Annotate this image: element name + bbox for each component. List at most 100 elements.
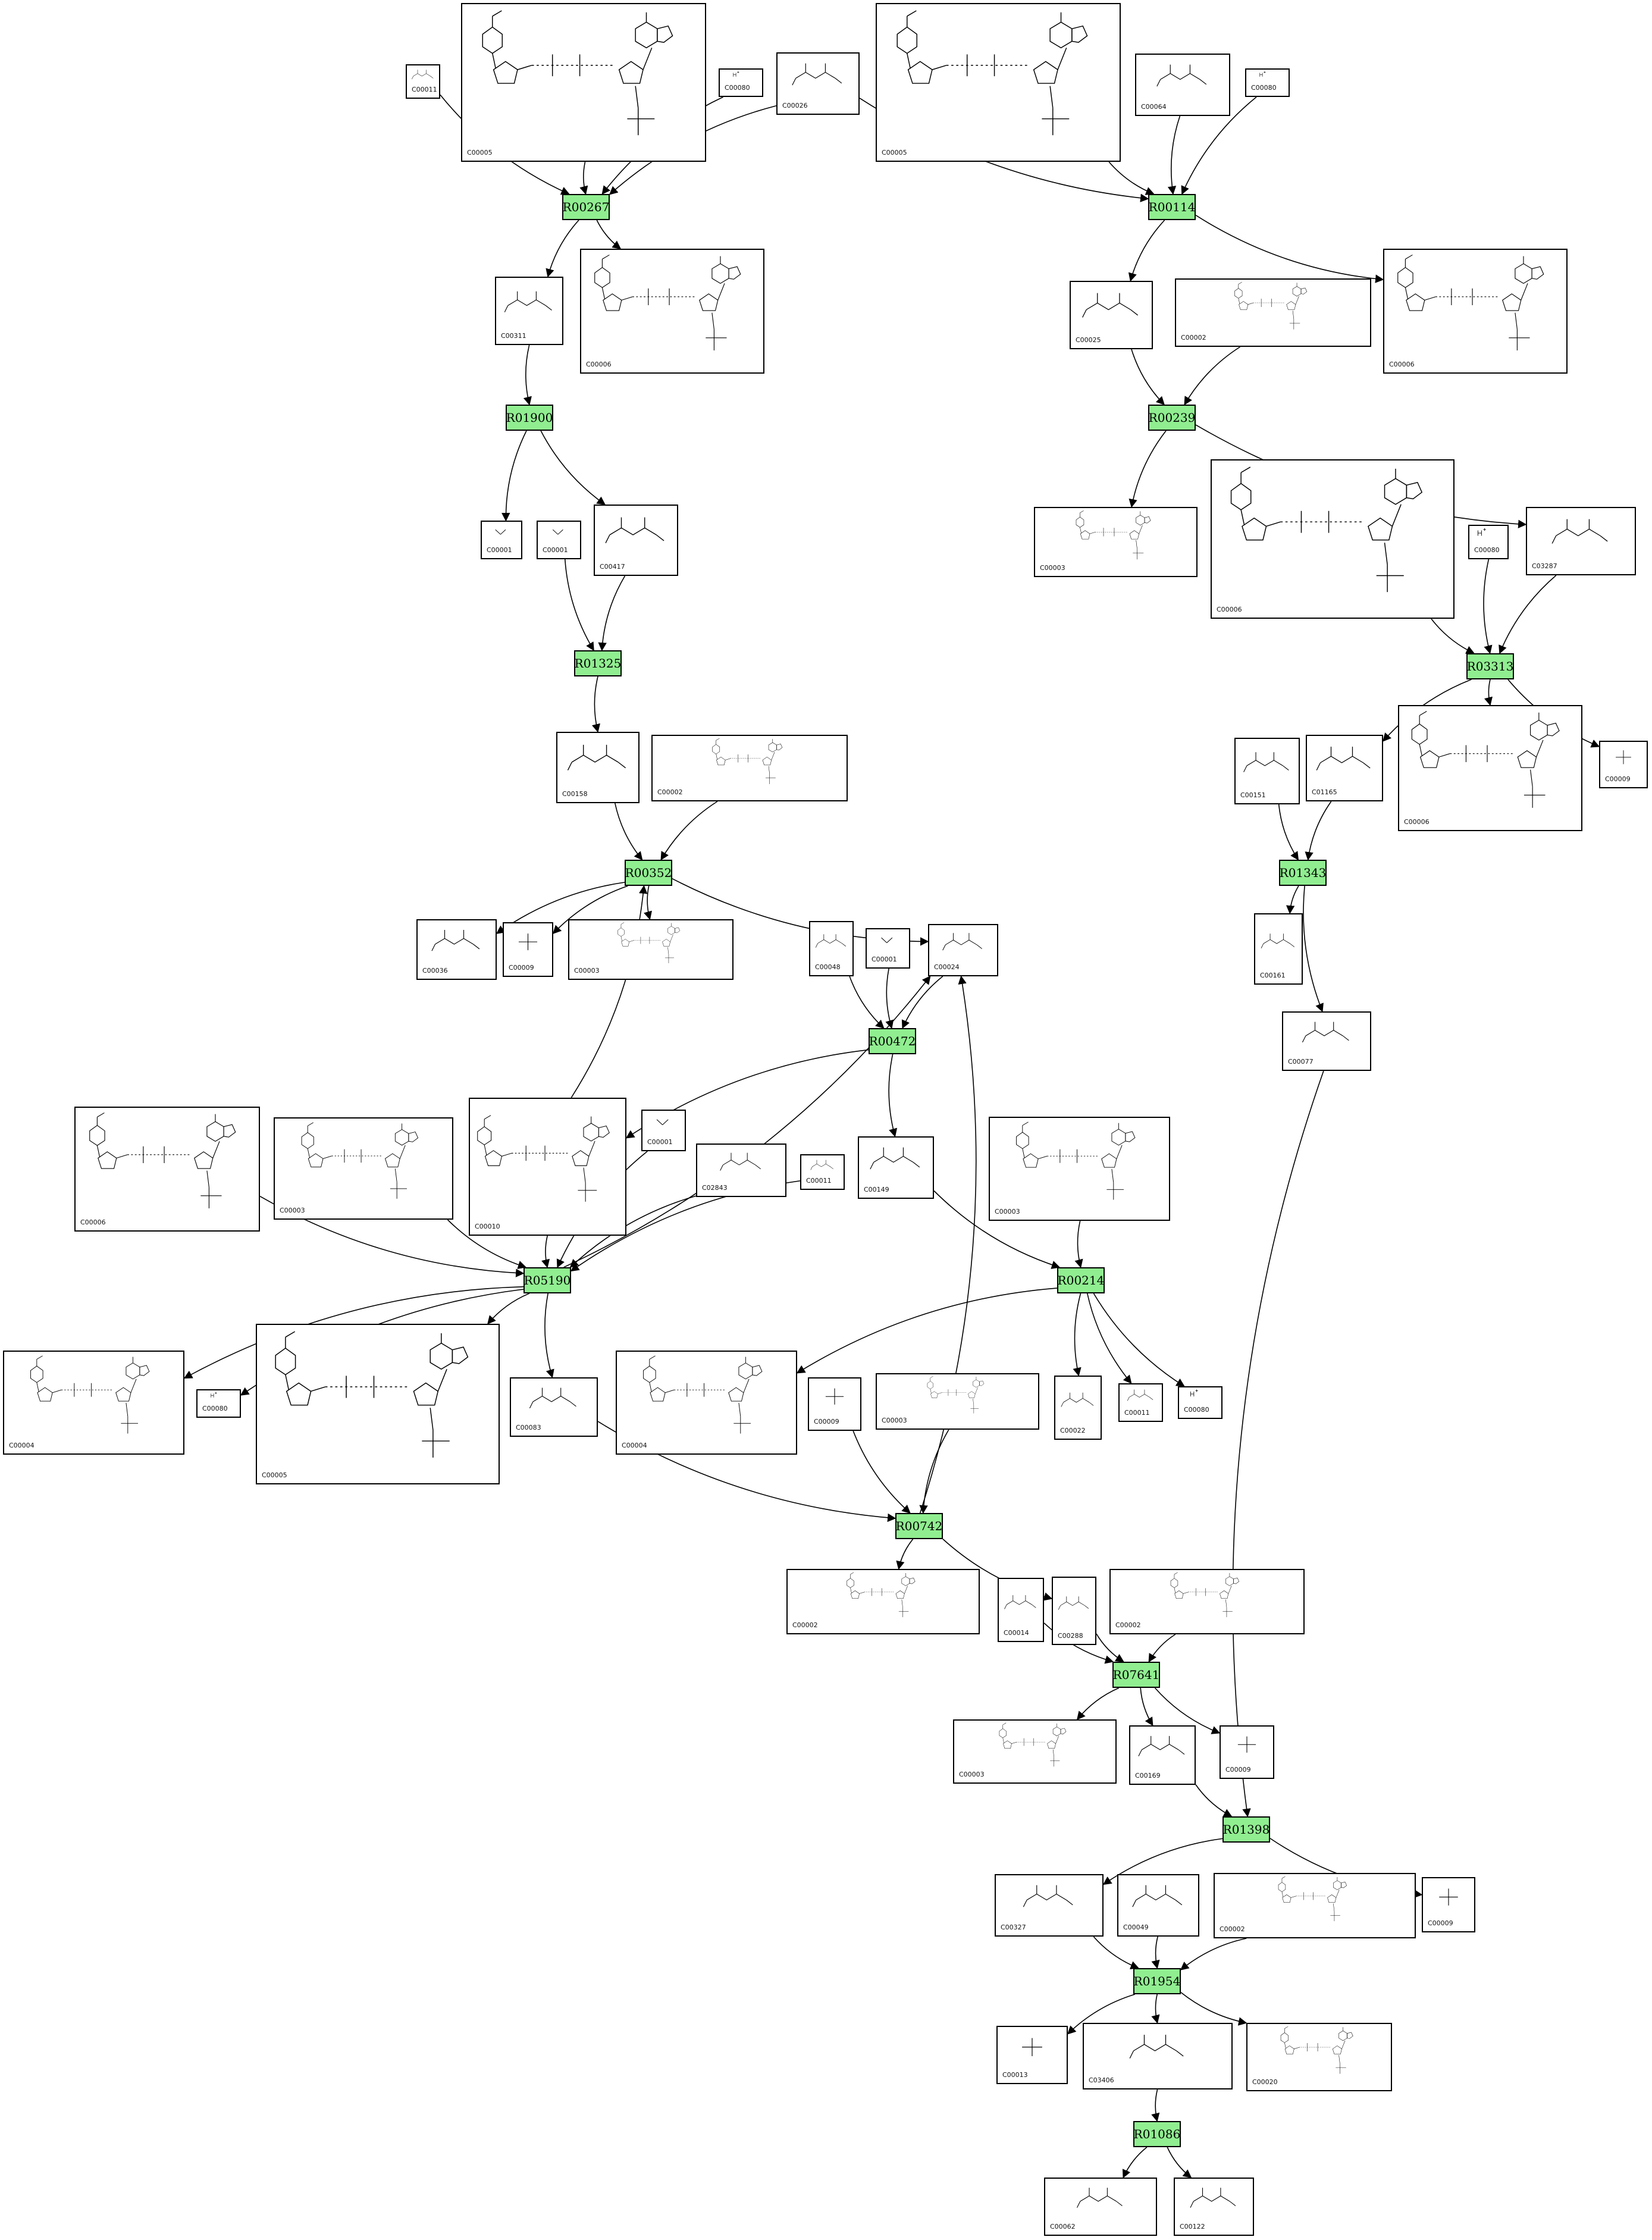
- reaction-node[interactable]: R01954: [1133, 1968, 1181, 1994]
- reaction-edge: [1108, 161, 1155, 195]
- reaction-node[interactable]: R05190: [524, 1267, 571, 1293]
- compound-node[interactable]: C00001: [481, 521, 522, 559]
- compound-node[interactable]: C00009: [1422, 1877, 1475, 1932]
- compound-id-label: C00026: [782, 102, 808, 109]
- compound-node[interactable]: C00311: [495, 277, 563, 345]
- compound-node[interactable]: C00080: [1468, 525, 1509, 559]
- compound-node[interactable]: C00003: [1034, 507, 1198, 577]
- reaction-edge: [1180, 1938, 1247, 1970]
- compound-node[interactable]: C00011: [406, 64, 440, 99]
- reaction-label: R00472: [869, 1034, 916, 1048]
- reaction-node[interactable]: R00472: [869, 1028, 916, 1054]
- compound-node[interactable]: C00002: [1175, 278, 1371, 347]
- reaction-node[interactable]: R01325: [574, 650, 622, 676]
- reaction-node[interactable]: R01086: [1133, 2121, 1181, 2147]
- compound-node[interactable]: C00026: [776, 52, 860, 115]
- compound-node[interactable]: C00049: [1117, 1874, 1199, 1937]
- compound-node[interactable]: C00001: [866, 928, 910, 969]
- compound-node[interactable]: C00151: [1234, 738, 1300, 804]
- reaction-edge: [1131, 349, 1165, 406]
- compound-node[interactable]: C00009: [1220, 1725, 1274, 1779]
- reaction-node[interactable]: R00742: [895, 1513, 943, 1539]
- compound-node[interactable]: C00005: [876, 3, 1121, 162]
- reaction-node[interactable]: R01398: [1222, 1816, 1270, 1843]
- compound-node[interactable]: C00080: [719, 68, 763, 97]
- compound-id-label: C00024: [934, 963, 960, 971]
- compound-node[interactable]: C00064: [1135, 54, 1230, 116]
- compound-node[interactable]: C00005: [256, 1324, 500, 1484]
- compound-node[interactable]: C00014: [998, 1578, 1044, 1642]
- reaction-node[interactable]: R00267: [562, 194, 610, 220]
- compound-node[interactable]: C00011: [800, 1154, 845, 1190]
- reaction-edge: [1128, 430, 1167, 508]
- compound-node[interactable]: C00003: [568, 919, 733, 980]
- reaction-node[interactable]: R03313: [1466, 653, 1514, 679]
- reaction-node[interactable]: R00214: [1057, 1267, 1105, 1293]
- compound-node[interactable]: C00006: [1383, 249, 1568, 374]
- compound-id-label: C00005: [262, 1471, 287, 1479]
- compound-node[interactable]: C00002: [1214, 1873, 1416, 1938]
- compound-node[interactable]: C00122: [1174, 2178, 1254, 2236]
- reaction-node[interactable]: R07641: [1112, 1662, 1160, 1688]
- compound-node[interactable]: C00006: [74, 1107, 260, 1232]
- compound-node[interactable]: C00022: [1054, 1376, 1102, 1440]
- compound-node[interactable]: C00024: [928, 924, 998, 976]
- compound-node[interactable]: C00169: [1129, 1725, 1196, 1785]
- reaction-edge: [541, 1235, 550, 1268]
- compound-node[interactable]: C00327: [995, 1874, 1104, 1937]
- compound-node[interactable]: C00077: [1282, 1011, 1371, 1071]
- compound-node[interactable]: C00161: [1254, 913, 1303, 985]
- compound-node[interactable]: C00006: [580, 249, 764, 374]
- compound-node[interactable]: C00010: [469, 1098, 626, 1236]
- compound-node[interactable]: C00002: [651, 735, 848, 801]
- compound-node[interactable]: C00002: [786, 1569, 980, 1634]
- compound-node[interactable]: C00004: [616, 1351, 797, 1455]
- compound-node[interactable]: C02843: [696, 1144, 786, 1197]
- compound-node[interactable]: C00003: [953, 1719, 1117, 1784]
- reaction-edge: [1499, 575, 1557, 654]
- compound-node[interactable]: C00009: [1599, 741, 1648, 788]
- reaction-node[interactable]: R01343: [1279, 860, 1327, 886]
- compound-node[interactable]: C00001: [641, 1110, 686, 1151]
- compound-node[interactable]: C00048: [809, 921, 854, 976]
- compound-node[interactable]: C00004: [3, 1351, 184, 1455]
- compound-node[interactable]: C00288: [1052, 1577, 1096, 1645]
- compound-node[interactable]: C00003: [989, 1117, 1170, 1221]
- compound-node[interactable]: C00020: [1246, 2023, 1392, 2091]
- compound-node[interactable]: C00080: [1178, 1386, 1222, 1419]
- reaction-node[interactable]: R00352: [625, 860, 672, 886]
- compound-node[interactable]: C00006: [1211, 459, 1454, 619]
- reaction-edge: [1148, 1634, 1176, 1663]
- compound-id-label: C00013: [1002, 2071, 1028, 2079]
- reaction-edge: [598, 575, 626, 651]
- reaction-node[interactable]: R00114: [1148, 194, 1196, 220]
- compound-node[interactable]: C00036: [416, 919, 497, 980]
- compound-node[interactable]: C00158: [556, 732, 640, 803]
- compound-node[interactable]: C00009: [503, 922, 553, 977]
- reaction-node[interactable]: R01900: [506, 405, 553, 431]
- compound-node[interactable]: C00011: [1118, 1383, 1163, 1422]
- reaction-edge: [570, 885, 648, 1098]
- compound-node[interactable]: C03287: [1526, 507, 1636, 575]
- compound-node[interactable]: C00001: [537, 521, 581, 559]
- compound-node[interactable]: C00009: [808, 1377, 861, 1431]
- compound-node[interactable]: C00417: [594, 505, 678, 576]
- compound-node[interactable]: C00080: [196, 1389, 241, 1418]
- compound-node[interactable]: C00080: [1245, 68, 1290, 97]
- compound-node[interactable]: C00025: [1070, 281, 1153, 349]
- compound-node[interactable]: C00003: [876, 1373, 1039, 1430]
- compound-node[interactable]: C00005: [461, 3, 706, 162]
- compound-node[interactable]: C00083: [510, 1377, 598, 1437]
- compound-node[interactable]: C00002: [1109, 1569, 1305, 1634]
- compound-node[interactable]: C00006: [1398, 705, 1582, 831]
- compound-id-label: C00003: [574, 967, 600, 975]
- compound-id-label: C00006: [1217, 606, 1242, 613]
- compound-node[interactable]: C00003: [274, 1117, 453, 1220]
- compound-node[interactable]: C00149: [858, 1136, 934, 1199]
- reaction-node[interactable]: R00239: [1148, 405, 1196, 431]
- compound-node[interactable]: C00013: [996, 2026, 1068, 2084]
- compound-id-label: C00417: [600, 563, 625, 571]
- compound-node[interactable]: C03406: [1083, 2023, 1233, 2089]
- compound-node[interactable]: C01165: [1306, 735, 1383, 801]
- compound-node[interactable]: C00062: [1044, 2178, 1157, 2236]
